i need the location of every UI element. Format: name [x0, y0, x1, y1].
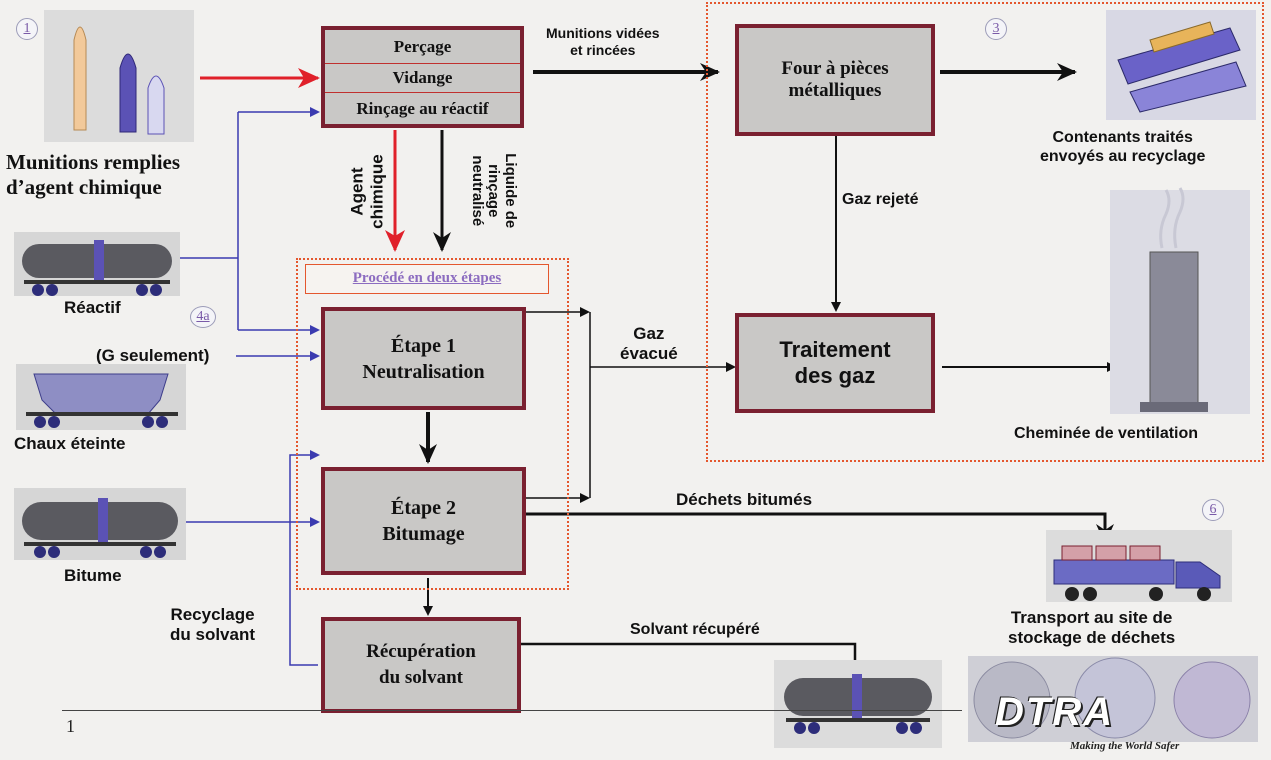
box-gas-line1: Traitement	[779, 337, 891, 362]
label-liquide-line1: Liquide de	[501, 153, 519, 229]
label-cheminee: Cheminée de ventilation	[1014, 425, 1199, 442]
label-videes-line1: Munitions vidées	[546, 25, 660, 41]
label-liquide-line3: neutralisé	[468, 155, 486, 227]
box-furnace-line1: Four à pièces	[781, 58, 889, 79]
box-gas-line2: des gaz	[794, 363, 876, 388]
two-step-title: Procédé en deux étapes	[305, 264, 549, 294]
box-pierce-line3: Rinçage au réactif	[356, 98, 489, 118]
label-agent-line2: chimique	[367, 154, 386, 229]
footer-divider	[62, 710, 962, 711]
box-step2-line1: Étape 2	[391, 497, 456, 519]
region-two-step-process	[296, 258, 569, 590]
step-number-3: 3	[985, 18, 1007, 40]
label-contenants-line2: envoyés au recyclage	[1040, 148, 1206, 166]
box-step2-line2: Bitumage	[382, 523, 465, 545]
box-step1-line1: Étape 1	[391, 334, 456, 357]
label-contenants: Contenants traités envoyés au recyclage	[1040, 128, 1205, 166]
dtra-logo: DTRA	[995, 690, 1115, 734]
box-pierce-line1: Perçage	[325, 30, 520, 64]
label-recyclage: Recyclage du solvant	[170, 605, 255, 646]
box-gas-treatment: Traitement des gaz	[735, 313, 935, 413]
label-gaz-evacue: Gaz évacué	[620, 324, 678, 365]
step-number-4a: 4a	[190, 306, 216, 328]
region-thermal-treatment	[706, 2, 1264, 462]
step-number-6: 6	[1202, 499, 1224, 521]
label-bitume: Bitume	[64, 566, 122, 585]
label-transport: Transport au site de stockage de déchets	[1008, 608, 1175, 649]
label-transport-line1: Transport au site de	[1010, 608, 1173, 627]
label-contenants-line1: Contenants traités	[1052, 129, 1193, 146]
label-reactif: Réactif	[64, 298, 121, 317]
label-munitions-line2: d’agent chimique	[6, 175, 162, 200]
label-gaz-evacue-line2: évacué	[620, 344, 678, 364]
label-liquide-line2: rinçage	[485, 164, 503, 218]
label-agent-line1: Agent	[347, 167, 367, 216]
box-solvent-line2: du solvant	[379, 667, 463, 688]
label-gaz-evacue-line1: Gaz	[633, 324, 665, 343]
blue-solvent-recycle	[289, 450, 320, 666]
box-step1-neutralisation: Étape 1 Neutralisation	[321, 307, 526, 410]
label-agent-chimique: Agent chimique	[347, 147, 386, 237]
box-furnace-line2: métalliques	[788, 80, 882, 101]
label-chaux: Chaux éteinte	[14, 434, 126, 453]
box-step1-line2: Neutralisation	[362, 360, 485, 383]
arrow-solvent-recovered	[520, 642, 860, 678]
step-number-1: 1	[16, 18, 38, 40]
box-piercing-draining-rinsing: Perçage Vidange Rinçage au réactif	[321, 26, 524, 128]
label-munitions: Munitions remplies d’agent chimique	[6, 150, 180, 200]
box-solvent-recovery: Récupération du solvant	[321, 617, 521, 713]
label-transport-line2: stockage de déchets	[1008, 628, 1176, 648]
label-g-seulement: (G seulement)	[96, 346, 210, 365]
label-recyclage-line2: du solvant	[170, 625, 256, 645]
label-liquide-rincage: Liquide de rinçage neutralisé	[468, 136, 519, 246]
label-munitions-videes: Munitions vidées et rincées	[546, 25, 660, 59]
label-munitions-line1: Munitions remplies	[6, 150, 181, 174]
label-recyclage-line1: Recyclage	[170, 605, 255, 624]
label-videes-line2: et rincées	[570, 41, 636, 58]
box-step2-bitumage: Étape 2 Bitumage	[321, 467, 526, 575]
dtra-tagline: Making the World Safer	[1070, 740, 1180, 752]
label-solvant-recupere: Solvant récupéré	[630, 621, 760, 638]
box-solvent-line1: Récupération	[366, 641, 476, 663]
box-pierce-line2: Vidange	[325, 64, 520, 93]
label-gaz-rejete: Gaz rejeté	[842, 191, 919, 208]
page-number: 1	[66, 716, 75, 736]
arrow-to-truck	[526, 512, 1114, 544]
label-dechets-bitumes: Déchets bitumés	[676, 490, 813, 509]
box-furnace: Four à pièces métalliques	[735, 24, 935, 136]
